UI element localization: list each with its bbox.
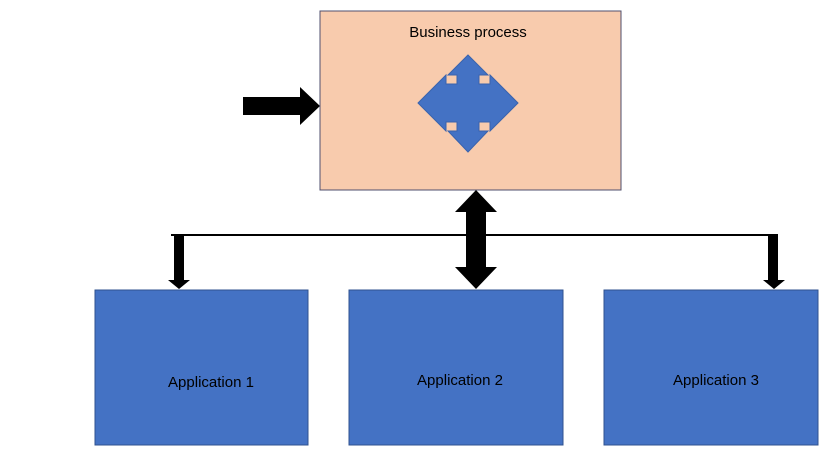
business-process-label: Business process	[409, 24, 527, 41]
application-box-2: Application 2	[348, 289, 564, 446]
four-way-arrow-glyph	[417, 54, 519, 153]
application-3-label: Application 3	[673, 372, 759, 389]
double-arrow-process-app2	[455, 190, 497, 289]
down-arrow-app1	[168, 236, 190, 289]
entry-arrow	[243, 87, 320, 125]
application-box-1: Application 1	[94, 289, 309, 446]
down-arrow-app3	[763, 236, 785, 289]
application-2-label: Application 2	[417, 372, 503, 389]
application-box-3: Application 3	[603, 289, 819, 446]
application-1-label: Application 1	[168, 374, 254, 391]
